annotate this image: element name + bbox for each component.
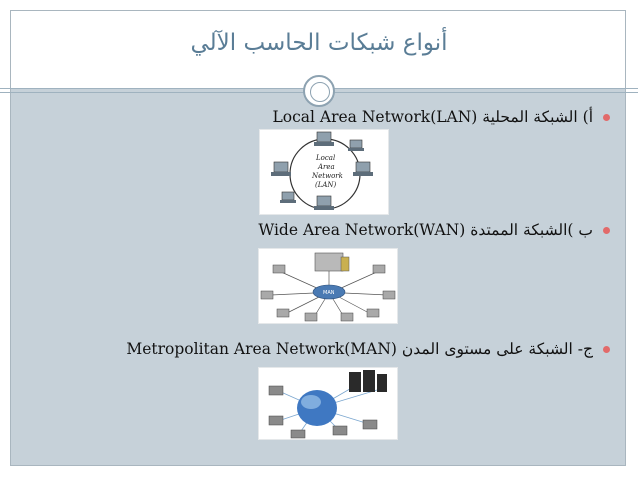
computer-icon: [280, 191, 296, 203]
man-diagram-svg: [268, 370, 387, 439]
bullet-lan: أ) الشبكة المحلية Local Area Network(LAN…: [272, 106, 610, 128]
computer-icon: [271, 161, 291, 176]
computer-icon: [314, 131, 334, 146]
globe-highlight: [301, 395, 321, 409]
computer-icon: [382, 290, 396, 300]
bullet-dot-icon: [603, 345, 610, 353]
lan-label-line: Area: [317, 163, 335, 171]
man-hub-label: MAN: [323, 290, 335, 296]
computer-icon: [372, 264, 386, 274]
network-links: [270, 270, 388, 318]
computer-icon: [272, 264, 286, 274]
bullet-lan-text: أ) الشبكة المحلية Local Area Network(LAN…: [272, 108, 593, 126]
bullet-wan-text: ب )الشبكة الممتدة Wide Area Network(WAN): [258, 221, 593, 239]
server-icon: [314, 252, 350, 272]
computer-icon: [353, 161, 373, 176]
computer-icon: [260, 290, 274, 300]
computer-icon: [268, 415, 284, 426]
slide-title: أنواع شبكات الحاسب الآلي: [190, 30, 448, 56]
wan-diagram-svg: MAN: [260, 252, 396, 322]
man-hub-icon: [312, 284, 346, 300]
server-rack-icon: [349, 370, 387, 392]
computer-icon: [366, 308, 380, 318]
lan-label-line: Network: [311, 172, 343, 180]
bullet-dot-icon: [603, 226, 610, 234]
bullet-dot-icon: [603, 113, 610, 121]
wan-diagram: MAN: [258, 248, 398, 324]
man-diagram: [258, 367, 398, 440]
computer-icon: [268, 385, 284, 396]
globe-icon: [297, 390, 337, 426]
lan-diagram-svg: Local Area Network (LAN): [271, 131, 373, 210]
computer-icon: [362, 419, 378, 430]
bullet-man: ج- الشبكة على مستوى المدن Metropolitan A…: [126, 338, 610, 360]
circle-ornament-icon: [303, 75, 335, 107]
bullet-wan: ب )الشبكة الممتدة Wide Area Network(WAN): [258, 219, 610, 241]
computer-icon: [304, 312, 318, 322]
laptop-icon: [290, 429, 306, 439]
computer-icon: [276, 308, 290, 318]
bullet-man-text: ج- الشبكة على مستوى المدن Metropolitan A…: [126, 340, 593, 358]
lan-label-line: Local: [315, 154, 335, 162]
computer-icon: [340, 312, 354, 322]
computer-icon: [314, 195, 334, 210]
lan-label-line: (LAN): [315, 181, 337, 189]
lan-diagram: Local Area Network (LAN): [259, 129, 389, 215]
computer-icon: [332, 425, 348, 436]
computer-icon: [348, 139, 364, 151]
